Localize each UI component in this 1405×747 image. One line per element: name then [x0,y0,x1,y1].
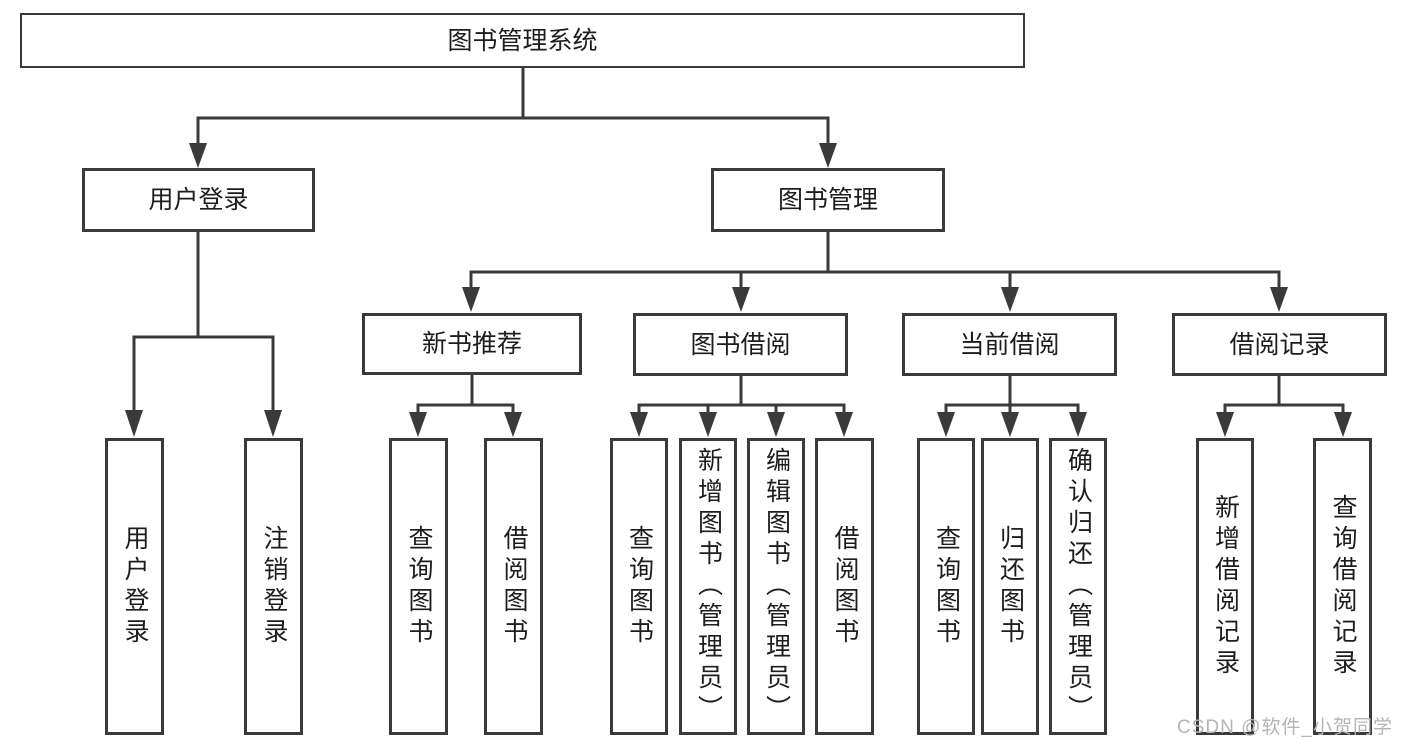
arrowhead-icon [819,143,837,168]
leaf-add-borrow-record: 新增借阅记录 [1196,438,1254,735]
node-borrow-records: 借阅记录 [1172,313,1387,376]
arrowhead-icon [1001,287,1019,312]
csdn-watermark: CSDN @软件_小贺同学 [1177,717,1393,738]
arrowhead-icon [1216,412,1234,437]
arrowhead-icon [125,410,143,437]
arrowhead-icon [504,412,522,437]
node-user-login: 用户登录 [82,168,315,232]
arrowhead-icon [462,287,480,312]
arrowhead-icon [1069,412,1087,437]
leaf-edit-book-admin: 编辑图书（管理员） [747,438,805,735]
arrowhead-icon [767,412,785,437]
leaf-logout: 注销登录 [244,438,303,735]
leaf-query-books-borrowing: 查询图书 [610,438,668,735]
node-book-borrowing: 图书借阅 [633,313,848,376]
arrowhead-icon [835,412,853,437]
leaf-query-borrow-record: 查询借阅记录 [1313,438,1372,735]
arrowhead-icon [732,287,750,312]
node-library-management-system: 图书管理系统 [20,13,1025,68]
connector-user-login-to-leaves [125,232,282,437]
leaf-user-login: 用户登录 [105,438,164,735]
leaf-borrow-books: 借阅图书 [815,438,874,735]
leaf-confirm-return-admin: 确认归还（管理员） [1049,438,1107,735]
node-new-book-recommendation: 新书推荐 [362,313,582,375]
arrowhead-icon [630,412,648,437]
connector-root-to-level2 [189,68,837,168]
node-book-management: 图书管理 [711,168,945,232]
arrowhead-icon [1334,412,1352,437]
leaf-query-books-current: 查询图书 [917,438,975,735]
arrowhead-icon [264,410,282,437]
arrowhead-icon [409,412,427,437]
connector-current-borrowing-to-leaves [937,376,1087,437]
arrowhead-icon [1270,287,1288,312]
arrowhead-icon [699,412,717,437]
leaf-borrow-books-recommend: 借阅图书 [484,438,543,735]
leaf-add-book-admin: 新增图书（管理员） [679,438,737,735]
arrowhead-icon [937,412,955,437]
leaf-query-books-recommend: 查询图书 [389,438,448,735]
arrowhead-icon [189,143,207,168]
connector-new-book-to-leaves [409,375,522,437]
arrowhead-icon [1001,412,1019,437]
connector-book-borrowing-to-leaves [630,376,853,437]
connector-borrow-records-to-leaves [1216,376,1352,437]
leaf-return-book: 归还图书 [981,438,1039,735]
node-current-borrowing: 当前借阅 [902,313,1117,376]
connector-book-management-to-level3 [462,232,1288,312]
